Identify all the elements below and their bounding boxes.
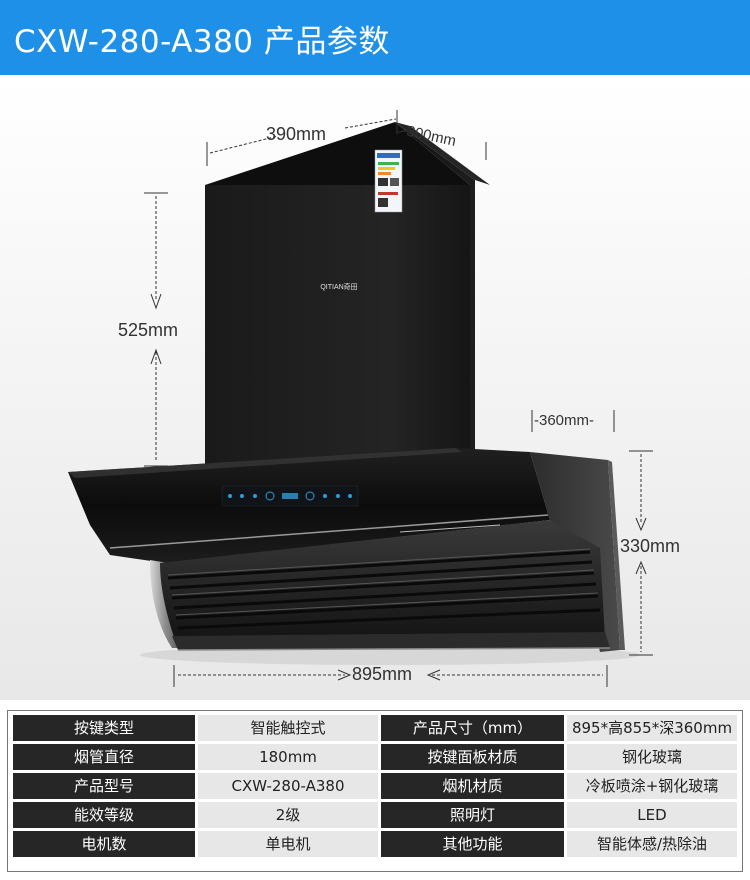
spec-key: 电机数 [13,831,195,857]
top-width-label: 390mm [266,124,327,144]
spec-value: 2级 [198,802,378,828]
spec-value: 单电机 [198,831,378,857]
product-image-area: QITIAN奇田 [0,75,750,700]
spec-table: 按键类型 智能触控式 产品尺寸（mm） 895*高855*深360mm 烟管直径… [7,710,743,872]
spec-row: 产品型号 CXW-280-A380 烟机材质 冷板喷涂+钢化玻璃 [13,773,737,799]
spec-row: 烟管直径 180mm 按键面板材质 钢化玻璃 [13,744,737,770]
range-hood-illustration: QITIAN奇田 [68,110,653,687]
spec-value: 智能体感/热除油 [567,831,737,857]
spec-value: CXW-280-A380 [198,773,378,799]
spec-key: 按键面板材质 [381,744,564,770]
spec-key: 产品型号 [13,773,195,799]
spec-key: 按键类型 [13,715,195,741]
chimney-height-label: 525mm [118,320,179,340]
spec-value: 895*高855*深360mm [567,715,737,741]
spec-key: 能效等级 [13,802,195,828]
spec-value: 冷板喷涂+钢化玻璃 [567,773,737,799]
total-width-label: 895mm [352,664,413,684]
spec-key: 照明灯 [381,802,564,828]
spec-value: 钢化玻璃 [567,744,737,770]
spec-key: 其他功能 [381,831,564,857]
spec-value: LED [567,802,737,828]
body-height-label: 330mm [620,536,681,556]
body-depth-label: -360mm- [534,412,595,429]
header-banner: CXW-280-A380 产品参数 [0,0,750,75]
spec-key: 产品尺寸（mm） [381,715,564,741]
spec-key: 烟机材质 [381,773,564,799]
spec-row: 能效等级 2级 照明灯 LED [13,802,737,828]
spec-key: 烟管直径 [13,744,195,770]
brand-logo: QITIAN奇田 [320,282,357,291]
spec-row: 电机数 单电机 其他功能 智能体感/热除油 [13,831,737,857]
spec-value: 180mm [198,744,378,770]
page-title: CXW-280-A380 产品参数 [14,24,390,60]
spec-row: 按键类型 智能触控式 产品尺寸（mm） 895*高855*深360mm [13,715,737,741]
spec-value: 智能触控式 [198,715,378,741]
